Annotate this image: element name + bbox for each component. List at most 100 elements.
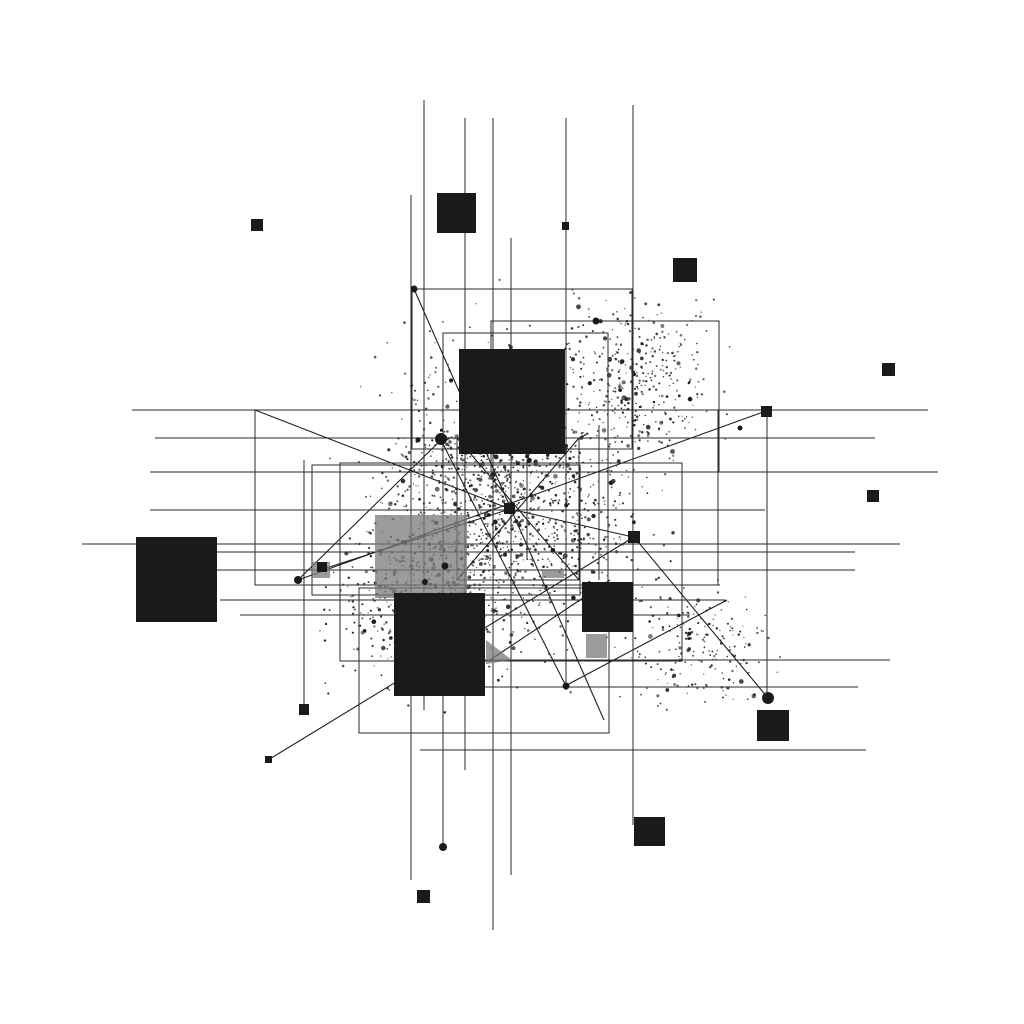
ink-speck [434,366,438,369]
ink-speck [378,394,382,397]
ink-speck [412,483,415,485]
ink-speck [529,475,531,477]
ink-speck [554,455,558,458]
ink-speck [622,360,625,362]
ink-speck [591,513,596,519]
ink-speck [507,469,510,472]
ink-speck [577,350,581,353]
ink-speck [661,628,665,631]
ink-speck [661,626,665,629]
ink-speck [580,386,584,389]
ink-speck [520,538,523,541]
ink-speck [562,602,566,605]
ink-speck [467,553,470,556]
ink-speck [419,420,421,422]
ink-speck [638,430,641,433]
ink-speck [580,538,583,541]
ink-speck [672,459,675,462]
ink-speck [553,545,556,547]
ink-speck [439,474,442,477]
ink-speck [387,605,390,608]
ink-speck [714,668,717,670]
ink-speck [530,558,533,561]
ink-speck [695,367,698,370]
ink-speck [477,474,480,477]
ink-speck [449,378,454,383]
ink-speck [553,473,558,479]
ink-speck [743,646,746,648]
ink-speck [412,497,414,500]
ink-speck [430,475,434,479]
ink-speck [720,608,723,611]
ink-speck [470,543,473,547]
ink-speck [443,511,446,514]
ink-speck [518,521,521,524]
ink-speck [352,606,355,609]
ink-speck [450,453,453,457]
ink-speck [391,467,393,469]
ink-speck [493,566,496,569]
ink-speck [626,469,628,472]
ink-speck [585,335,588,338]
ink-speck [498,491,501,494]
ink-speck [568,467,572,471]
ink-speck [550,482,553,485]
ink-speck [675,330,678,333]
ink-speck [507,487,510,489]
ink-speck [670,668,673,671]
ink-speck [501,628,505,631]
ink-speck [451,339,455,342]
ink-speck [730,617,734,620]
ink-speck [504,468,507,471]
ink-speck [447,460,451,463]
ink-speck [489,631,492,634]
ink-speck [684,661,687,663]
ink-speck [453,510,457,514]
ink-speck [431,469,434,472]
ink-speck [460,505,462,508]
ink-speck [634,440,636,443]
ink-speck [695,314,697,317]
node-dot [592,317,600,325]
ink-speck [542,565,545,569]
ink-speck [500,470,502,472]
ink-speck [665,688,670,692]
ink-speck [519,552,524,557]
ink-speck [695,633,698,635]
ink-speck [627,401,630,405]
ink-speck [716,649,719,652]
ink-speck [703,636,706,638]
ink-speck [485,537,488,540]
ink-speck [690,664,693,666]
ink-speck [545,465,548,468]
ink-speck [721,635,724,638]
ink-speck [613,427,616,430]
ink-speck [637,434,641,438]
ink-speck [702,673,705,676]
ink-speck [629,435,632,437]
ink-speck [494,455,497,458]
ink-speck [543,547,546,550]
ink-speck [602,346,605,349]
ink-speck [405,505,407,508]
ink-speck [380,627,383,629]
ink-speck [483,562,487,565]
ink-speck [608,384,611,387]
ink-speck [571,516,575,519]
ink-speck [478,483,482,486]
ink-speck [497,581,500,584]
ink-speck [658,395,661,397]
ink-speck [426,484,429,487]
ink-speck [713,654,716,658]
ink-speck [571,595,576,601]
ink-speck [513,560,515,563]
ink-speck [570,532,573,535]
ink-speck [519,496,522,499]
ink-speck [678,655,680,658]
ink-speck [568,478,571,480]
ink-speck [529,559,531,561]
ink-speck [601,352,604,355]
ink-speck [625,555,629,559]
ink-speck [487,522,489,525]
ink-speck [611,354,614,357]
